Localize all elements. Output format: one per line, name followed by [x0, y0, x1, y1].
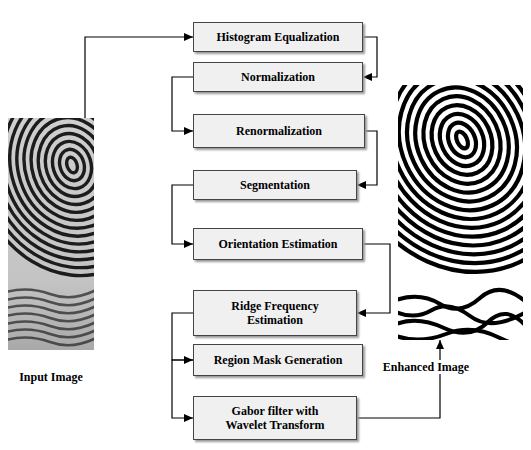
ridge: [8, 305, 94, 313]
ridge: [398, 85, 523, 312]
process-box: Segmentation: [193, 170, 357, 200]
step-label: Gabor filter with Wavelet Transform: [214, 404, 336, 432]
ridge: [8, 118, 94, 291]
ridge: [398, 85, 523, 208]
image-caption: Enhanced Image: [376, 360, 476, 374]
step-label: Renormalization: [236, 124, 322, 138]
process-box: Region Mask Generation: [193, 344, 363, 376]
input-fingerprint: [8, 118, 94, 350]
step-label: Orientation Estimation: [219, 237, 338, 251]
ridge-lines: [8, 118, 94, 301]
step-label: Region Mask Generation: [214, 353, 343, 367]
ridge: [8, 118, 94, 282]
flow-arrow: [172, 360, 193, 418]
flow-arrow: [357, 340, 440, 418]
caption-text: Enhanced Image: [381, 360, 471, 374]
flow-arrow: [172, 313, 193, 360]
ridge: [8, 297, 94, 305]
ridge: [454, 130, 471, 151]
step-label: Segmentation: [240, 178, 310, 192]
ridge-lines: [398, 85, 523, 312]
ridge: [398, 290, 523, 309]
lower-ridges: [8, 289, 94, 345]
image-frame: Enhanced Image: [398, 85, 523, 340]
process-box: Histogram Equalization: [193, 22, 363, 52]
process-box: Renormalization: [193, 114, 365, 148]
step-label: Ridge Frequency Estimation: [214, 299, 336, 327]
ridge: [8, 118, 94, 262]
ridge: [8, 329, 94, 337]
flow-arrow: [363, 37, 377, 77]
ridge: [8, 321, 94, 329]
image-caption: Input Image: [0, 370, 106, 384]
process-box: Gabor filter with Wavelet Transform: [193, 396, 357, 440]
lower-ridges: [398, 290, 523, 340]
flow-arrow: [172, 185, 193, 244]
process-box: Normalization: [193, 62, 363, 92]
ridge: [8, 118, 94, 301]
flow-arrow: [172, 77, 193, 131]
enhanced-fingerprint: [398, 85, 523, 340]
ridge: [8, 118, 94, 272]
step-label: Histogram Equalization: [216, 30, 339, 44]
process-box: Orientation Estimation: [193, 228, 363, 260]
ridge: [398, 330, 523, 340]
ridge: [8, 313, 94, 321]
ridge: [56, 146, 89, 184]
ridge: [8, 337, 94, 345]
image-frame: Input Image: [8, 118, 94, 350]
step-label: Normalization: [241, 70, 315, 84]
ridge: [65, 156, 79, 174]
process-box: Ridge Frequency Estimation: [193, 290, 357, 336]
ridge: [8, 289, 94, 297]
caption-text: Input Image: [17, 370, 85, 384]
